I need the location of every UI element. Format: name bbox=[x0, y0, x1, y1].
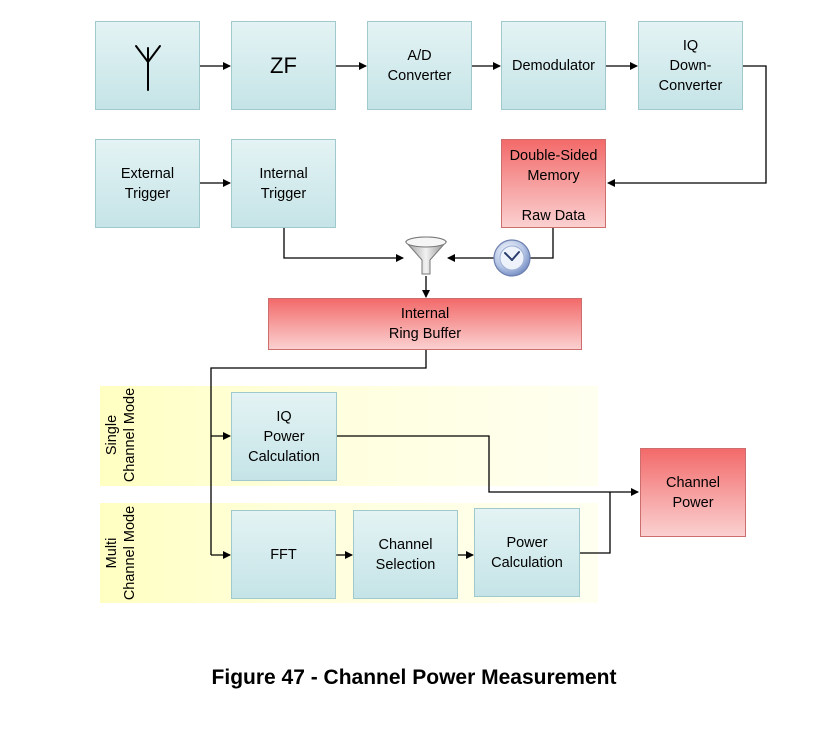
ad-converter-block: A/D Converter bbox=[367, 21, 472, 110]
antenna-block bbox=[95, 21, 200, 110]
internal-ring-buffer-block: Internal Ring Buffer bbox=[268, 298, 582, 350]
channel-power-block: Channel Power bbox=[640, 448, 746, 537]
clock-icon bbox=[493, 239, 531, 277]
arrow-int-trigger-to-filter bbox=[283, 228, 404, 262]
power-calculation-block: Power Calculation bbox=[474, 508, 580, 597]
line-power-calc-to-channel-power bbox=[580, 492, 611, 554]
channel-selection-block: Channel Selection bbox=[353, 510, 458, 599]
iq-power-calculation-block: IQ Power Calculation bbox=[231, 392, 337, 481]
line-buffer-out bbox=[210, 349, 427, 555]
arrow-iq-power-to-channel-power bbox=[337, 435, 639, 496]
zf-block: ZF bbox=[231, 21, 336, 110]
external-trigger-block: External Trigger bbox=[95, 139, 200, 228]
antenna-icon bbox=[134, 44, 161, 91]
demodulator-block: Demodulator bbox=[501, 21, 606, 110]
funnel-icon bbox=[404, 236, 448, 275]
iq-downconverter-block: IQ Down- Converter bbox=[638, 21, 743, 110]
double-sided-memory-block: Double-Sided Memory Raw Data bbox=[501, 139, 606, 228]
arrow-iq-to-memory bbox=[607, 65, 767, 187]
zf-label: ZF bbox=[270, 52, 297, 78]
internal-trigger-block: Internal Trigger bbox=[231, 139, 336, 228]
line-memory-to-clock bbox=[530, 228, 554, 259]
fft-block: FFT bbox=[231, 510, 336, 599]
figure-caption: Figure 47 - Channel Power Measurement bbox=[211, 666, 617, 689]
